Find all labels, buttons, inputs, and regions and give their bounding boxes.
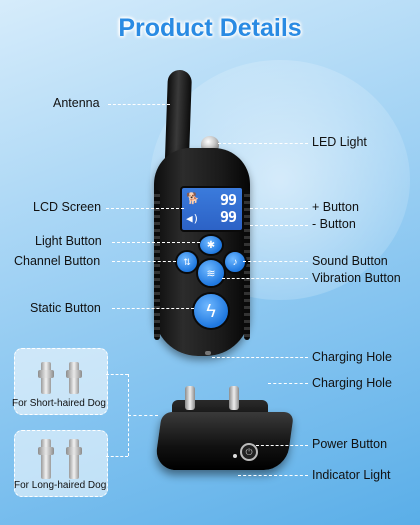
screw-long-1 bbox=[38, 439, 54, 479]
lcd-screen: 🐕 ◀) 99 99 bbox=[180, 186, 244, 232]
vibration-button[interactable]: ≋ bbox=[196, 258, 226, 288]
label-light-button: Light Button bbox=[35, 234, 102, 248]
light-button[interactable]: ✱ bbox=[198, 234, 224, 256]
accessory-label-short: For Short-haired Dog bbox=[12, 398, 106, 409]
lcd-top-value: 99 bbox=[219, 191, 237, 209]
static-icon: ϟ bbox=[206, 300, 216, 321]
screw-long-2 bbox=[66, 439, 82, 479]
lead-charging-remote bbox=[212, 357, 308, 358]
lead-long-box bbox=[106, 456, 128, 457]
label-vibration-button: Vibration Button bbox=[312, 271, 401, 285]
label-charging-hole-collar: Charging Hole bbox=[312, 376, 392, 390]
label-power-button: Power Button bbox=[312, 437, 388, 451]
lead-power bbox=[256, 445, 308, 446]
channel-icon: ⇅ bbox=[183, 256, 191, 267]
collar-prong-right bbox=[229, 386, 239, 410]
page-title: Product Details bbox=[118, 14, 302, 42]
lead-static bbox=[112, 308, 194, 309]
lead-short-box bbox=[106, 374, 128, 375]
label-sound-button: Sound Button bbox=[312, 254, 388, 268]
lead-antenna bbox=[108, 104, 170, 105]
channel-button[interactable]: ⇅ bbox=[175, 250, 199, 274]
label-led-light: LED Light bbox=[312, 135, 367, 149]
lead-light bbox=[112, 242, 200, 243]
indicator-light bbox=[233, 454, 237, 458]
static-button[interactable]: ϟ bbox=[192, 292, 230, 330]
lead-led bbox=[218, 143, 308, 144]
lead-charging-collar bbox=[268, 383, 308, 384]
right-grip bbox=[244, 190, 250, 340]
lead-minus bbox=[250, 225, 308, 226]
accessory-label-long: For Long-haired Dog bbox=[14, 480, 107, 491]
label-antenna: Antenna bbox=[53, 96, 100, 110]
lead-vibration bbox=[222, 278, 308, 279]
lead-indicator bbox=[238, 475, 308, 476]
light-icon: ✱ bbox=[206, 239, 216, 251]
label-charging-hole-remote: Charging Hole bbox=[312, 350, 392, 364]
sound-icon: ♪ bbox=[232, 256, 238, 268]
label-channel-button: Channel Button bbox=[14, 254, 101, 268]
label-static-button: Static Button bbox=[30, 301, 101, 315]
lead-channel bbox=[112, 261, 176, 262]
collar-prong-left bbox=[185, 386, 195, 410]
lead-plus bbox=[250, 208, 308, 209]
dog-icon: 🐕 bbox=[186, 192, 200, 205]
label-indicator-light: Indicator Light bbox=[312, 468, 391, 482]
power-button[interactable]: ⏻ bbox=[240, 443, 258, 461]
left-grip bbox=[154, 190, 160, 340]
lead-box-to-collar bbox=[128, 415, 158, 416]
charging-hole-remote bbox=[205, 351, 211, 355]
screw-short-1 bbox=[38, 362, 54, 394]
screw-short-2 bbox=[66, 362, 82, 394]
sound-button[interactable]: ♪ bbox=[223, 250, 247, 274]
lead-sound bbox=[243, 261, 308, 262]
lcd-bottom-value: 99 bbox=[219, 208, 237, 226]
collar-receiver bbox=[153, 412, 295, 470]
volume-icon: ◀) bbox=[186, 212, 200, 225]
accessory-box-short bbox=[14, 348, 108, 415]
accessory-box-long bbox=[14, 430, 108, 497]
label-minus-button: - Button bbox=[312, 217, 356, 231]
vibration-icon: ≋ bbox=[206, 267, 216, 280]
power-icon: ⏻ bbox=[245, 446, 253, 457]
label-plus-button: + Button bbox=[312, 200, 359, 214]
lead-lcd bbox=[106, 208, 184, 209]
label-lcd-screen: LCD Screen bbox=[33, 200, 102, 214]
